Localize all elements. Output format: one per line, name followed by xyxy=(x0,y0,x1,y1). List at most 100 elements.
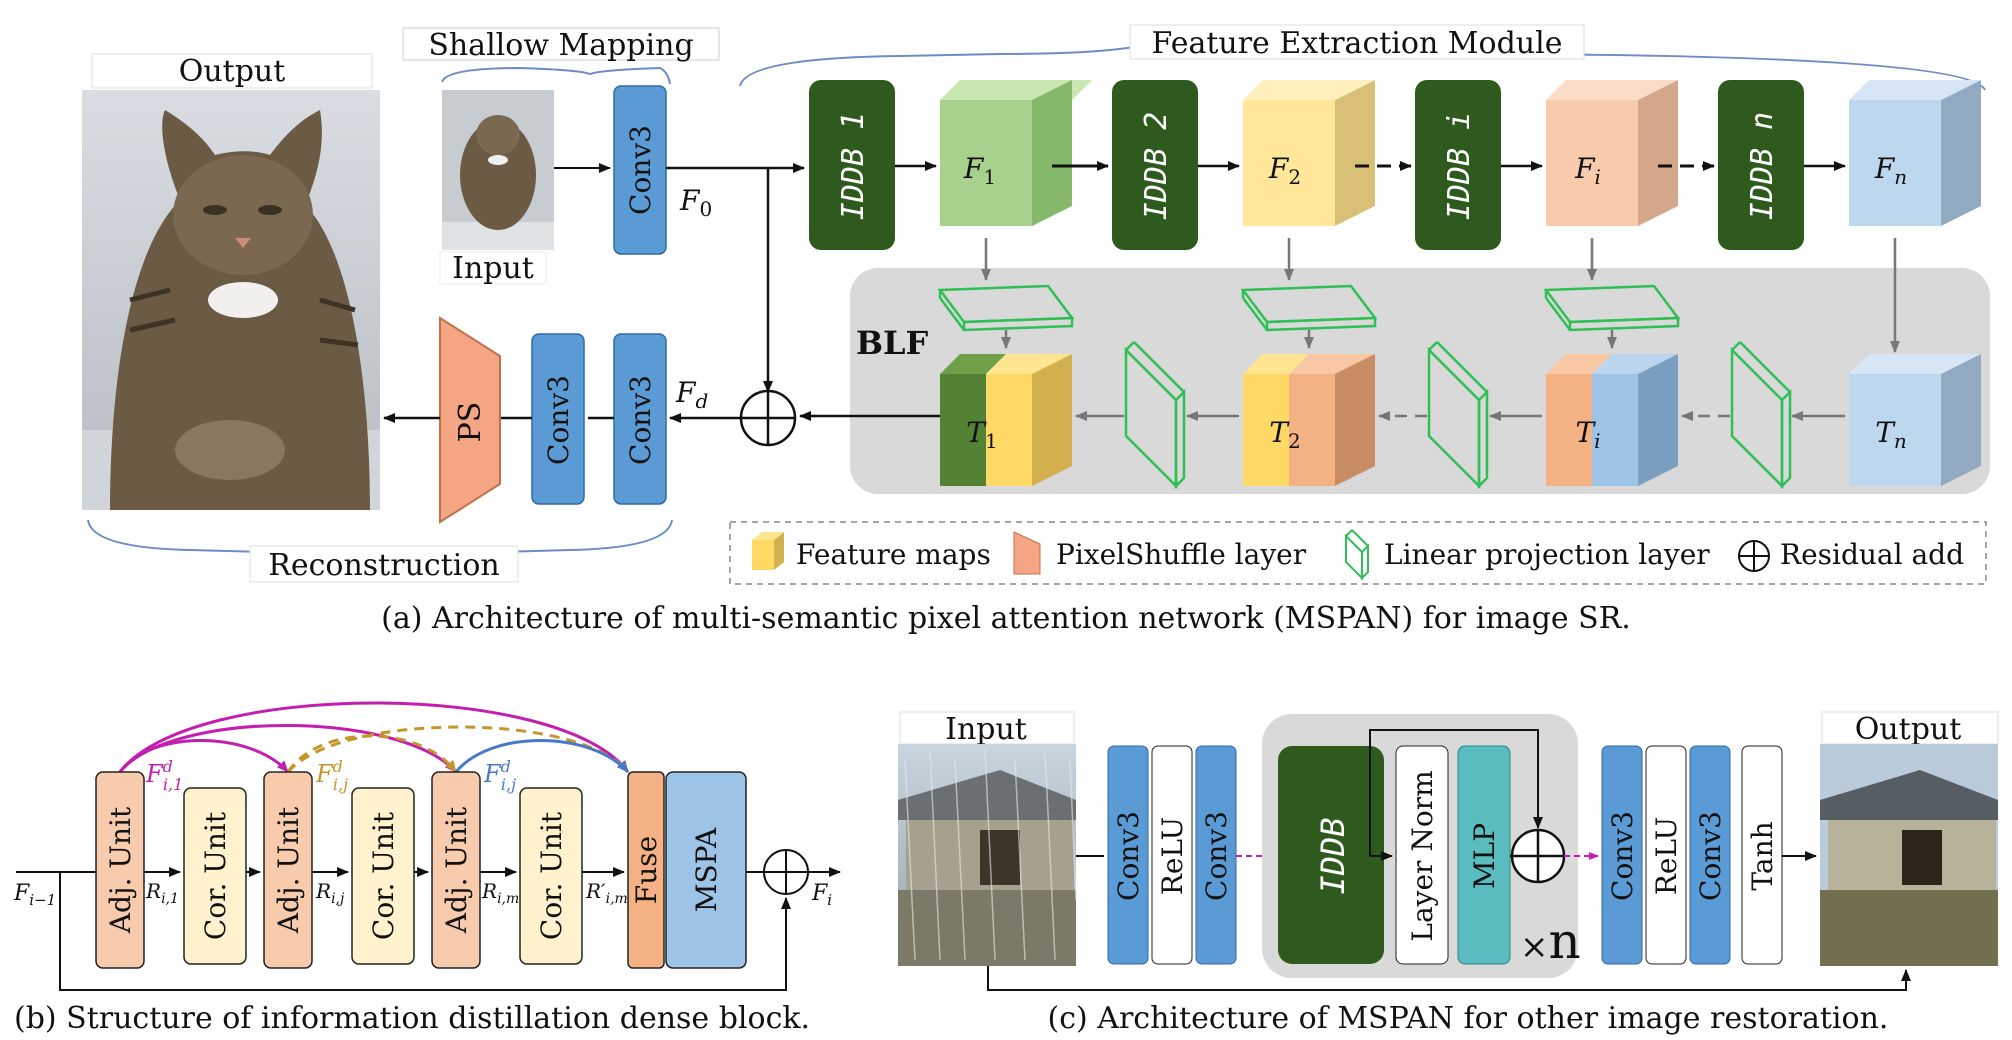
input-label: Input xyxy=(452,251,534,286)
t1-label: T1 xyxy=(966,416,997,453)
t2-label: T2 xyxy=(1269,416,1300,453)
adj-unit-2 xyxy=(263,771,313,969)
input-cat-image xyxy=(442,90,554,250)
legend-residual-icon xyxy=(1738,540,1770,572)
cor-unit-3-label: Cor. Unit xyxy=(535,811,568,940)
r-ij-label: Ri,j xyxy=(315,879,345,907)
output-label-box xyxy=(91,53,373,89)
iddb-1-label: IDDB 1 xyxy=(836,112,871,220)
token-cube-ti xyxy=(1546,354,1678,486)
reconstruction-label-box xyxy=(249,545,519,583)
legend-linear-proj-icon xyxy=(1345,529,1369,581)
iddb-2-label: IDDB 2 xyxy=(1139,112,1174,220)
legend-linear-proj: Linear projection layer xyxy=(1384,538,1710,571)
body-layernorm-label: Layer Norm xyxy=(1406,770,1439,941)
reconstruction-label: Reconstruction xyxy=(268,548,499,583)
fuse-label: Fuse xyxy=(630,836,663,904)
recon-conv3-label-2: Conv3 xyxy=(624,375,657,465)
iddb-1-block xyxy=(809,80,895,250)
caption-b: (b) Structure of information distillatio… xyxy=(14,1001,810,1036)
panel-a: Output Reconstruction Shallow Mapping In… xyxy=(82,24,1990,636)
restored-output-image xyxy=(1820,744,1998,966)
f-in-label: Fi−1 xyxy=(13,881,56,909)
iddb-i-block xyxy=(1415,80,1501,250)
output-cat-image xyxy=(82,90,380,510)
blf-region xyxy=(850,268,1990,494)
body-skip-line xyxy=(1369,729,1543,856)
shallow-mapping-label-box xyxy=(402,27,720,61)
f-out-label: Fi xyxy=(811,881,832,909)
tail-conv3-1 xyxy=(1601,745,1643,965)
skip-arc-magenta-long xyxy=(118,701,630,773)
caption-a: (a) Architecture of multi-semantic pixel… xyxy=(381,601,1631,636)
legend-pixelshuffle-icon xyxy=(1013,531,1041,575)
iddb-n-block xyxy=(1718,80,1804,250)
adj-unit-3-label: Adj. Unit xyxy=(440,806,473,934)
ti-label: Ti xyxy=(1575,416,1600,453)
f2-label: F2 xyxy=(1268,152,1301,189)
legend-residual: Residual add xyxy=(1780,538,1964,571)
body-layernorm xyxy=(1395,745,1449,965)
output-label-c: Output xyxy=(1855,712,1962,747)
fd-label: Fd xyxy=(675,376,708,413)
tail-conv3-2-label: Conv3 xyxy=(1694,811,1727,901)
feature-cube-f1 xyxy=(940,80,1092,226)
body-iddb-label: IDDB xyxy=(1314,817,1352,894)
shallow-mapping-brace xyxy=(441,66,671,85)
output-label: Output xyxy=(179,54,286,89)
linear-projection-v-3 xyxy=(1730,341,1792,490)
fi-label: Fi xyxy=(1574,152,1601,189)
f0-label: F0 xyxy=(679,184,712,221)
linear-projection-v-2 xyxy=(1427,341,1489,490)
shallow-conv3-label: Conv3 xyxy=(624,125,657,215)
feature-cube-f2 xyxy=(1243,80,1375,226)
legend-pixelshuffle: PixelShuffle layer xyxy=(1056,538,1307,571)
tail-tanh-label: Tanh xyxy=(1746,821,1779,890)
r-i1-label: Ri,1 xyxy=(145,879,179,907)
tail-conv3-2 xyxy=(1689,745,1731,965)
pixelshuffle-block xyxy=(439,316,501,524)
legend-feature-maps: Feature maps xyxy=(796,538,991,571)
blf-label: BLF xyxy=(856,324,929,362)
token-cube-t2 xyxy=(1243,354,1375,486)
repeat-label: ×n xyxy=(1520,912,1581,970)
ps-label: PS xyxy=(453,402,488,443)
adj-unit-1-label: Adj. Unit xyxy=(104,806,137,934)
output-label-box-c xyxy=(1821,711,1999,745)
head-conv3-1 xyxy=(1107,745,1149,965)
r-im-prime-label: R′i,m xyxy=(585,879,628,907)
adj-unit-2-label: Adj. Unit xyxy=(272,806,305,934)
adj-unit-3 xyxy=(431,771,481,969)
mspa-unit xyxy=(665,771,747,969)
head-conv3-1-label: Conv3 xyxy=(1112,811,1145,901)
fem-label-box xyxy=(1129,24,1585,60)
head-relu xyxy=(1151,745,1193,965)
tn-label: Tn xyxy=(1875,416,1907,453)
input-label-c: Input xyxy=(945,712,1027,747)
f1-label: F1 xyxy=(963,152,996,189)
panel-c-global-skip xyxy=(987,966,1911,991)
caption-c: (c) Architecture of MSPAN for other imag… xyxy=(1048,1001,1889,1036)
input-label-box xyxy=(439,251,547,285)
cor-unit-3 xyxy=(519,787,583,965)
cor-unit-2-label: Cor. Unit xyxy=(367,811,400,940)
feature-cube-fn xyxy=(1849,80,1981,226)
input-label-box-c xyxy=(899,711,1075,745)
iddb-2-block xyxy=(1112,80,1198,250)
cor-unit-2 xyxy=(351,787,415,965)
rainy-input-image xyxy=(898,744,1077,966)
legend-feature-map-icon xyxy=(752,532,784,570)
panel-c: Input Conv3 ReLU Conv3 IDDB Layer Norm M… xyxy=(898,711,1999,1036)
cor-unit-1 xyxy=(183,787,247,965)
head-conv3-2-label: Conv3 xyxy=(1200,811,1233,901)
fn-label: Fn xyxy=(1874,152,1907,189)
tail-conv3-1-label: Conv3 xyxy=(1606,811,1639,901)
block-b-outer-skip xyxy=(59,872,791,991)
body-iddb xyxy=(1278,746,1384,964)
linear-projection-v-1 xyxy=(1124,341,1186,490)
tail-relu-label: ReLU xyxy=(1650,817,1683,895)
